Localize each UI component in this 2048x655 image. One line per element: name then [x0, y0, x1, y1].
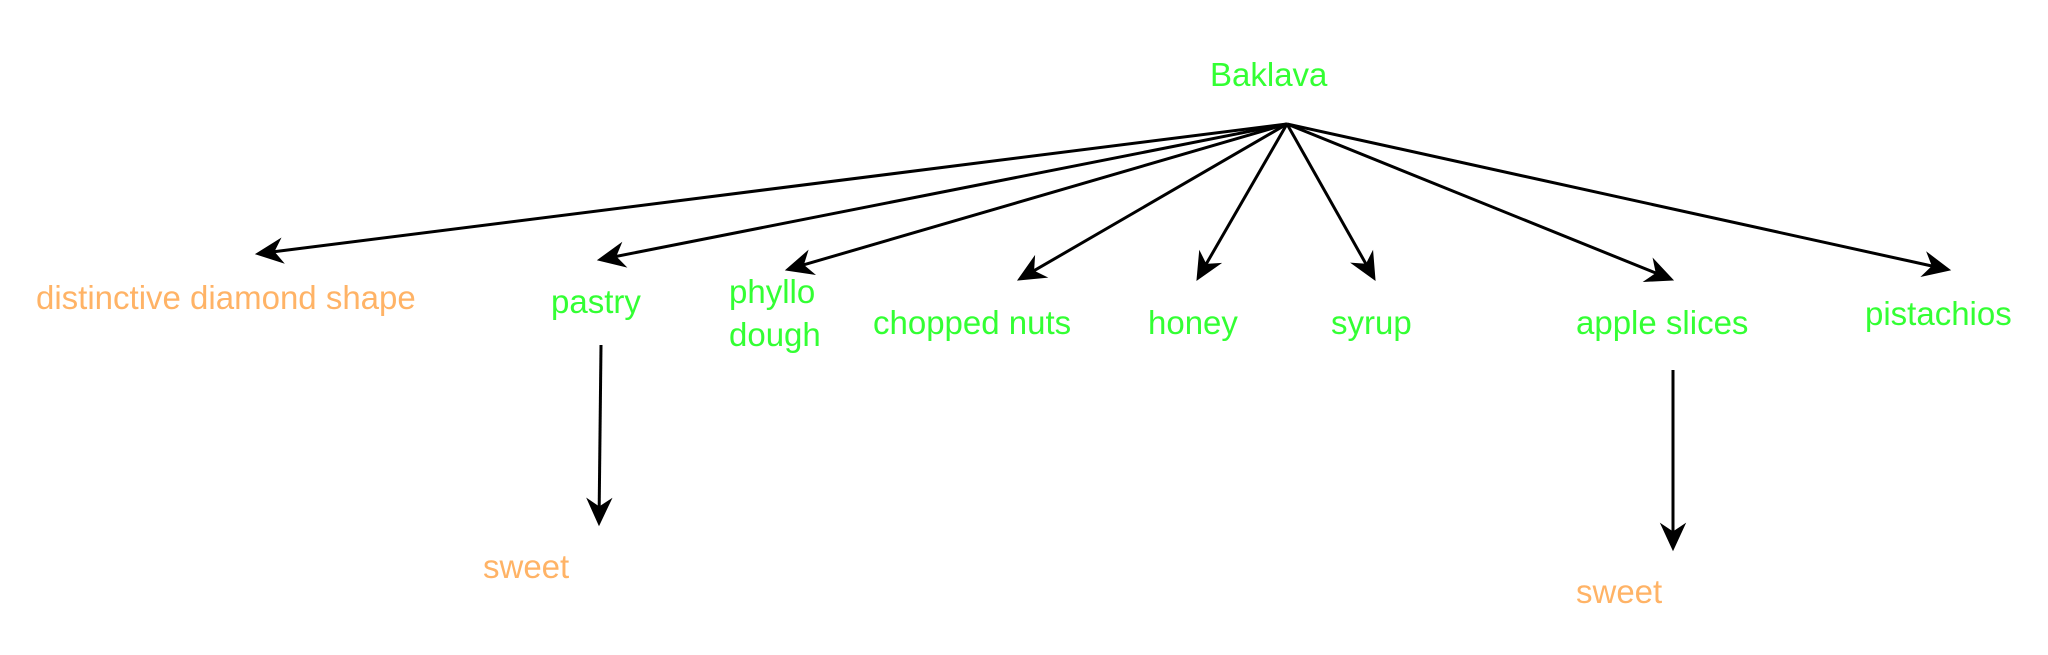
- edge-baklava-distinctive-diamond-shape-arrowhead: [254, 237, 285, 264]
- edge-pastry-sweet: [586, 344, 613, 527]
- node-pistachios: pistachios: [1865, 295, 2012, 332]
- edge-baklava-apple-slices-line: [1286, 122, 1657, 275]
- edge-pastry-sweet-line: [597, 344, 603, 508]
- node-sweet-pastry: sweet: [483, 548, 570, 585]
- node-chopped-nuts: chopped nuts: [873, 304, 1072, 341]
- edges-group: [254, 122, 1952, 552]
- node-honey: honey: [1148, 304, 1238, 341]
- edge-baklava-pistachios: [1286, 122, 1952, 277]
- edge-baklava-syrup-line: [1285, 123, 1368, 266]
- edge-baklava-phyllo-dough-line: [802, 122, 1288, 267]
- edge-baklava-pastry: [596, 122, 1288, 268]
- node-pastry: pastry: [551, 283, 641, 320]
- edge-pastry-sweet-arrowhead: [586, 497, 613, 527]
- edge-baklava-pastry-line: [615, 122, 1288, 258]
- edge-apple-slices-sweet: [1659, 370, 1687, 552]
- node-phyllo-dough-line2: dough: [729, 316, 821, 353]
- edge-baklava-distinctive-diamond-shape: [254, 122, 1288, 264]
- edge-baklava-apple-slices: [1286, 122, 1675, 282]
- edge-baklava-phyllo-dough: [784, 122, 1288, 275]
- edge-baklava-pistachios-arrowhead: [1920, 251, 1952, 277]
- node-phyllo-dough: phyllo dough: [729, 270, 821, 356]
- edge-baklava-honey-line: [1204, 123, 1289, 266]
- node-syrup: syrup: [1331, 304, 1412, 341]
- edge-baklava-chopped-nuts-line: [1032, 122, 1288, 273]
- edge-baklava-honey-arrowhead: [1196, 249, 1223, 282]
- edge-baklava-distinctive-diamond-shape-line: [273, 122, 1288, 254]
- node-sweet-apple: sweet: [1576, 573, 1663, 610]
- edge-baklava-pistachios-line: [1286, 122, 1933, 268]
- edge-baklava-syrup: [1285, 123, 1376, 282]
- edge-baklava-apple-slices-arrowhead: [1642, 257, 1675, 282]
- node-distinctive-diamond-shape: distinctive diamond shape: [36, 279, 416, 316]
- node-phyllo-dough-line1: phyllo: [729, 273, 816, 310]
- edge-apple-slices-sweet-arrowhead: [1659, 522, 1687, 552]
- edge-baklava-phyllo-dough-arrowhead: [784, 249, 816, 275]
- node-baklava: Baklava: [1210, 56, 1328, 93]
- edge-baklava-syrup-arrowhead: [1350, 249, 1376, 282]
- edge-baklava-chopped-nuts-arrowhead: [1016, 254, 1049, 281]
- edge-baklava-chopped-nuts: [1016, 122, 1288, 281]
- edge-baklava-pastry-arrowhead: [596, 241, 628, 268]
- edge-baklava-honey: [1196, 123, 1289, 282]
- node-apple-slices: apple slices: [1576, 304, 1749, 341]
